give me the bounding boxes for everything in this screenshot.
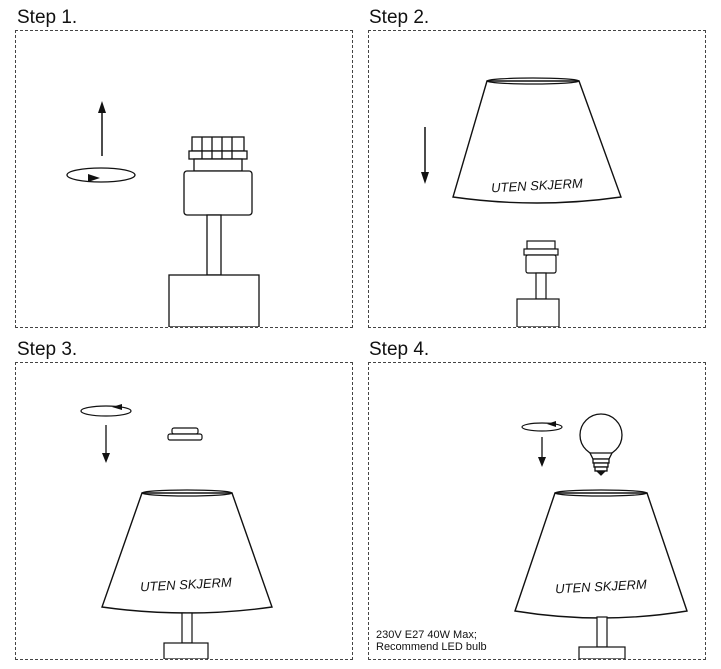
rotate-arrow-icon bbox=[521, 421, 563, 432]
lamp-socket bbox=[523, 240, 559, 274]
lamp-base bbox=[578, 646, 626, 660]
lamp-shade: UTEN SKJERM bbox=[101, 489, 273, 614]
step-1-panel bbox=[15, 30, 353, 328]
step-2-illustration: UTEN SKJERM bbox=[421, 77, 622, 328]
shade-label: UTEN SKJERM bbox=[555, 577, 648, 597]
step-2-title: Step 2. bbox=[369, 7, 430, 28]
lamp-shade: UTEN SKJERM bbox=[452, 77, 622, 204]
lamp-shade: UTEN SKJERM bbox=[514, 489, 688, 619]
step-4-illustration: UTEN SKJERM bbox=[514, 413, 688, 660]
up-arrow-icon bbox=[98, 101, 106, 156]
lamp-stem bbox=[596, 616, 608, 648]
step-2-panel: UTEN SKJERM bbox=[368, 30, 706, 328]
step-3-illustration: UTEN SKJERM bbox=[80, 404, 273, 660]
bulb-spec-note: 230V E27 40W Max; Recommend LED bulb bbox=[376, 629, 487, 653]
bulb-spec-line-1: 230V E27 40W Max; bbox=[376, 629, 477, 641]
rotate-arrow-icon bbox=[66, 167, 136, 183]
lamp-stem bbox=[206, 214, 222, 276]
light-bulb-icon bbox=[579, 413, 623, 476]
bulb-spec-line-2: Recommend LED bulb bbox=[376, 641, 487, 653]
shade-label: UTEN SKJERM bbox=[140, 575, 233, 595]
rotate-arrow-icon bbox=[80, 404, 132, 417]
lamp-stem bbox=[535, 272, 547, 300]
lamp-base bbox=[168, 274, 260, 328]
step-3-panel: UTEN SKJERM bbox=[15, 362, 353, 660]
down-arrow-icon bbox=[538, 437, 546, 467]
step-1-illustration bbox=[66, 101, 260, 328]
step-4-panel: UTEN SKJERM 230V E27 40W Max; Recommend … bbox=[368, 362, 706, 660]
lamp-socket bbox=[183, 136, 253, 216]
down-arrow-icon bbox=[421, 127, 429, 184]
lamp-stem bbox=[181, 612, 193, 644]
step-1-title: Step 1. bbox=[17, 7, 78, 28]
lamp-base bbox=[516, 298, 560, 328]
lamp-base bbox=[163, 642, 209, 660]
shade-label: UTEN SKJERM bbox=[491, 176, 584, 196]
shade-ring bbox=[167, 427, 203, 441]
step-3-title: Step 3. bbox=[17, 339, 78, 360]
down-arrow-icon bbox=[102, 425, 110, 463]
step-4-title: Step 4. bbox=[369, 339, 430, 360]
